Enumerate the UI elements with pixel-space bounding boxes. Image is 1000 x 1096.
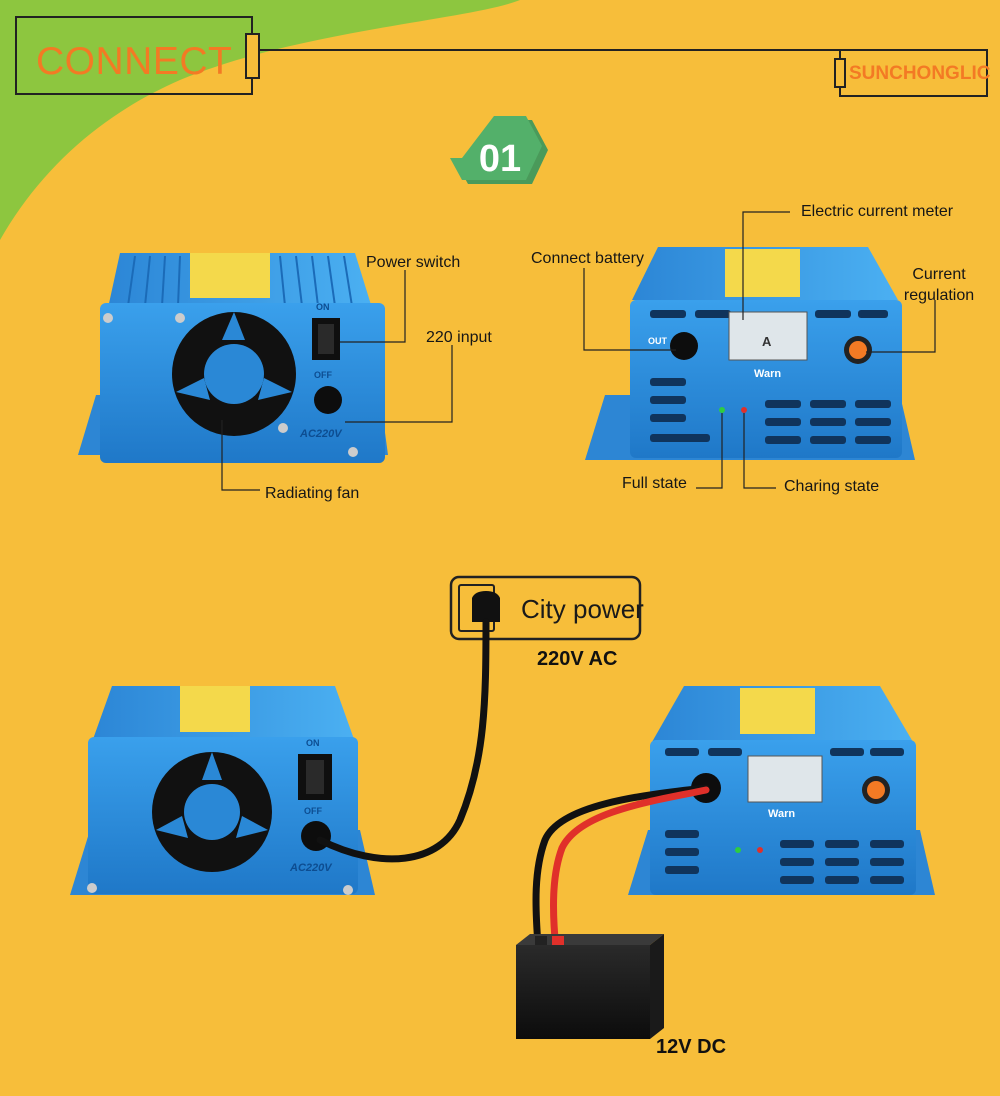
battery	[516, 934, 664, 1039]
city-power-label: City power	[521, 594, 644, 624]
dc-cable-red	[550, 786, 710, 954]
switch-off-mark-bottom: OFF	[304, 806, 322, 816]
voltage-mark-bottom: AC220V	[290, 862, 332, 874]
device-front-top	[78, 253, 388, 463]
connect-title: CONNECT	[36, 40, 233, 83]
meter-unit: A	[762, 334, 772, 349]
ac-voltage-label: 220V AC	[537, 648, 618, 670]
device-front-bottom	[70, 686, 375, 895]
device-back-top	[585, 247, 915, 460]
warn-mark-bottom: Warn	[768, 808, 796, 820]
label-220-input: 220 input	[426, 329, 492, 346]
label-radiating-fan: Radiating fan	[265, 485, 360, 502]
warn-mark: Warn	[754, 368, 782, 380]
label-power-switch: Power switch	[366, 254, 461, 271]
label-current-regulation: Current regulation	[903, 266, 975, 304]
dc-voltage-label: 12V DC	[656, 1036, 727, 1058]
label-connect-battery: Connect battery	[531, 250, 644, 267]
city-power-frame	[449, 575, 642, 641]
out-mark: OUT	[648, 336, 667, 346]
switch-off-mark: OFF	[314, 370, 332, 380]
ac-cable	[316, 618, 490, 863]
dc-cable-black	[532, 784, 710, 949]
green-swoosh	[0, 0, 520, 240]
step-number: 01	[478, 138, 522, 180]
device-back-bottom	[628, 686, 935, 895]
label-charging-state: Charing state	[784, 478, 880, 495]
label-current-meter: Electric current meter	[801, 203, 954, 220]
brand-name: SUNCHONGLIC	[849, 63, 991, 84]
label-full-state: Full state	[622, 475, 687, 492]
switch-on-mark-bottom: ON	[306, 738, 320, 748]
switch-on-mark: ON	[316, 302, 330, 312]
voltage-mark: AC220V	[300, 428, 342, 440]
